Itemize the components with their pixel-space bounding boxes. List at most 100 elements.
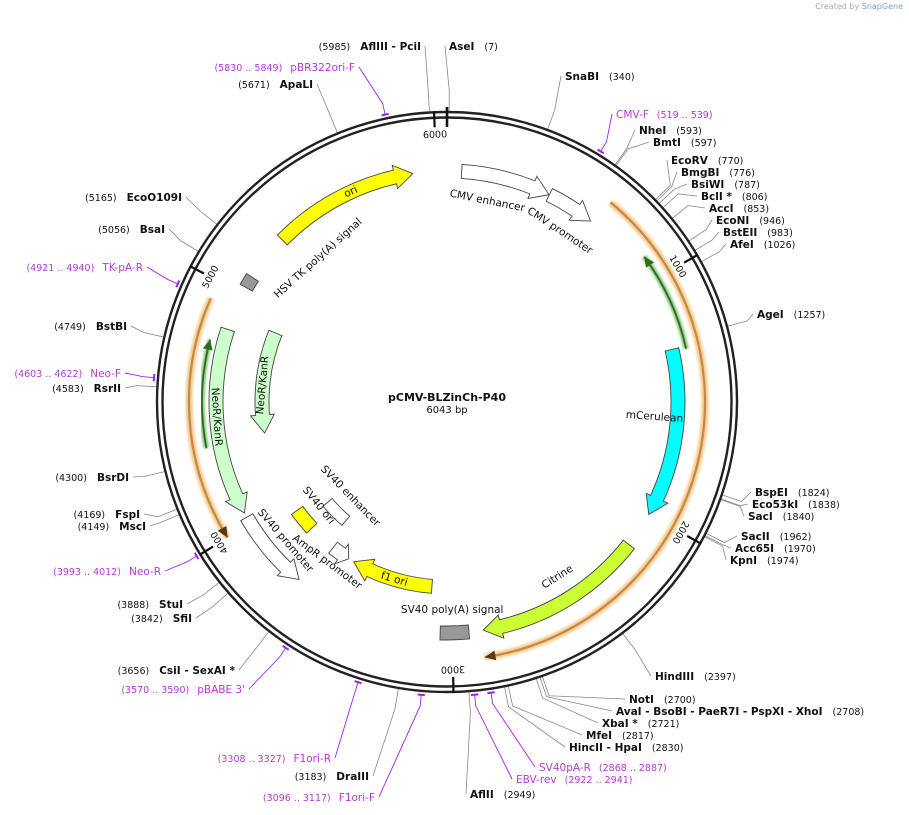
- primer-range: (2922 .. 2941): [565, 775, 633, 786]
- leader-eco53ki: [720, 498, 749, 507]
- enzyme-site-bsiwi[interactable]: BsiWI(787): [691, 179, 760, 191]
- enzyme-site-bmti[interactable]: BmtI(597): [653, 137, 716, 149]
- primer-neo-r[interactable]: Neo-R(3993 .. 4012): [53, 552, 200, 578]
- enzyme-name: EcoO109I: [127, 192, 182, 204]
- leader-kpni: [703, 535, 727, 561]
- enzyme-site-kpni[interactable]: KpnI(1974): [730, 555, 799, 567]
- leader-sacii: [705, 532, 738, 544]
- enzyme-position: (946): [759, 216, 785, 227]
- enzyme-position: (5671): [238, 80, 270, 91]
- enzyme-position: (3842): [131, 614, 163, 625]
- primer-bind-mark: [354, 680, 362, 685]
- tick-2000: [686, 534, 702, 545]
- primer-bind-mark: [193, 552, 200, 560]
- tick-6000: [432, 111, 436, 128]
- leader-asei: [444, 45, 450, 113]
- primer-ebv-rev[interactable]: EBV-rev (2922 .. 2941): [470, 693, 633, 786]
- enzyme-site-noti[interactable]: NotI(2700): [629, 694, 696, 706]
- primer-cmv-f[interactable]: CMV-F(519 .. 539): [597, 109, 713, 155]
- enzyme-site-bsrdi[interactable]: BsrDI(4300): [55, 472, 129, 484]
- enzyme-site-ecorv[interactable]: EcoRV(770): [671, 155, 743, 167]
- enzyme-site-fspi[interactable]: FspI(4169): [74, 509, 140, 521]
- enzyme-site-aflii[interactable]: AflII(2949): [470, 789, 535, 801]
- enzyme-site-bcli[interactable]: BclI *(806): [701, 191, 767, 203]
- enzyme-site-msci[interactable]: MscI(4149): [78, 521, 146, 533]
- enzyme-site-bspei[interactable]: BspEI(1824): [755, 487, 829, 499]
- enzyme-site-asei[interactable]: AseI(7): [449, 41, 498, 53]
- leader-lines: [124, 45, 754, 798]
- enzyme-name: BsiWI: [691, 179, 724, 191]
- enzyme-name: FspI: [115, 509, 140, 521]
- primer-leader: [164, 555, 198, 572]
- enzyme-name: EcoNI: [716, 215, 749, 227]
- enzyme-site-saci[interactable]: SacI(1840): [748, 511, 814, 523]
- leader-snabi: [547, 75, 562, 131]
- enzyme-site-xbai[interactable]: XbaI *(2721): [602, 718, 679, 730]
- enzyme-site-draiii[interactable]: DraIII(3183): [295, 771, 369, 783]
- enzyme-site-rsrii[interactable]: RsrII(4583): [52, 383, 121, 395]
- enzyme-site-econi[interactable]: EcoNI (946): [716, 215, 785, 227]
- enzyme-site-stui[interactable]: StuI(3888): [117, 599, 183, 611]
- enzyme-site-agei[interactable]: AgeI(1257): [757, 309, 825, 321]
- sv40-promoter-arrow: [240, 513, 300, 580]
- primer-bind-mark: [417, 693, 425, 697]
- enzyme-site-bmgbi[interactable]: BmgBI(776): [681, 167, 755, 179]
- enzyme-name: Acc65I: [735, 543, 774, 555]
- primer-neo-f[interactable]: Neo-F(4603 .. 4622): [14, 368, 156, 382]
- enzyme-position: (853): [743, 204, 769, 215]
- enzyme-position: (593): [676, 126, 702, 137]
- primer-pbabe-3[interactable]: pBABE 3'(3570 .. 3590): [121, 644, 290, 696]
- enzyme-site-afei[interactable]: AfeI (1026): [730, 239, 795, 251]
- enzyme-site-eco53ki[interactable]: Eco53kI(1838): [752, 499, 840, 511]
- enzyme-site-sfii[interactable]: SfiI(3842): [131, 613, 192, 625]
- primer-name: EBV-rev: [516, 774, 557, 786]
- enzyme-site-mfei[interactable]: MfeI(2817): [586, 730, 654, 742]
- enzyme-site-snabi[interactable]: SnaBI(340): [565, 71, 635, 83]
- primer-f1ori-f[interactable]: F1ori-F(3096 .. 3117): [263, 693, 425, 804]
- primer-range: (3096 .. 3117): [263, 793, 331, 804]
- enzyme-site-avai-bsobi-paer7i-pspxi-xhoi[interactable]: AvaI - BsoBI - PaeR7I - PspXI - XhoI(270…: [616, 706, 864, 718]
- primer-leader: [378, 693, 422, 798]
- orf-neo-arc: [187, 297, 229, 539]
- enzyme-position: (3888): [117, 600, 149, 611]
- enzyme-position: (1026): [764, 240, 796, 251]
- leader-hindiii: [622, 632, 652, 677]
- enzyme-position: (983): [767, 228, 793, 239]
- enzyme-site-acc65i[interactable]: Acc65I(1970): [735, 543, 816, 555]
- enzyme-site-nhei[interactable]: NheI(593): [639, 125, 702, 137]
- enzyme-site-afliii-pcii[interactable]: AflIII - PciI(5985): [319, 41, 421, 53]
- enzyme-name: SacI: [748, 511, 773, 523]
- neor-kanr-inner-arrow: [249, 329, 283, 434]
- enzyme-site-bsteii[interactable]: BstEII(983): [723, 227, 793, 239]
- tick-label-6000: 6000: [423, 129, 448, 141]
- leader-agei: [726, 313, 754, 327]
- leader-bsai: [168, 228, 200, 253]
- enzyme-position: (776): [729, 168, 755, 179]
- leader-bsteii: [694, 231, 720, 252]
- enzyme-site-bstbi[interactable]: BstBI(4749): [54, 321, 127, 333]
- leader-csii-sexai: [238, 630, 270, 671]
- leader-fspi: [143, 508, 178, 518]
- cmv-enhancer-label: CMV enhancer: [449, 188, 527, 215]
- primer-leader: [599, 113, 613, 153]
- enzyme-position: (2700): [664, 695, 696, 706]
- enzyme-site-csii-sexai[interactable]: CsiI - SexAI *(3656): [118, 665, 236, 677]
- enzyme-name: DraIII: [336, 771, 369, 783]
- enzyme-site-sacii[interactable]: SacII (1962): [741, 531, 811, 543]
- enzyme-site-apali[interactable]: ApaLI(5671): [238, 79, 313, 91]
- enzyme-site-hincii-hpai[interactable]: HincII - HpaI(2830): [569, 742, 683, 754]
- primer-tk-pa-r[interactable]: TK-pA-R(4921 .. 4940): [26, 262, 181, 288]
- enzyme-name: AfeI: [730, 239, 754, 251]
- enzyme-position: (4583): [52, 384, 84, 395]
- enzyme-site-ecoo109i[interactable]: EcoO109I(5165): [85, 192, 182, 204]
- primer-f1ori-r[interactable]: F1ori-R(3308 .. 3327): [218, 680, 362, 765]
- primer-name: SV40pA-R: [539, 762, 591, 774]
- enzyme-site-acci[interactable]: AccI(853): [709, 203, 769, 215]
- enzyme-position: (1962): [780, 532, 812, 543]
- leader-avai-bsobi-paer7i-pspxi-xhoi: [539, 676, 613, 712]
- enzyme-site-bsai[interactable]: BsaI(5056): [98, 224, 165, 236]
- primer-pbr322ori-f[interactable]: pBR322ori-F(5830 .. 5849): [214, 62, 389, 117]
- enzyme-name: SacII: [741, 531, 770, 543]
- primer-sv40pa-r[interactable]: SV40pA-R(2868 .. 2887): [487, 691, 667, 774]
- enzyme-site-hindiii[interactable]: HindIII(2397): [655, 671, 736, 683]
